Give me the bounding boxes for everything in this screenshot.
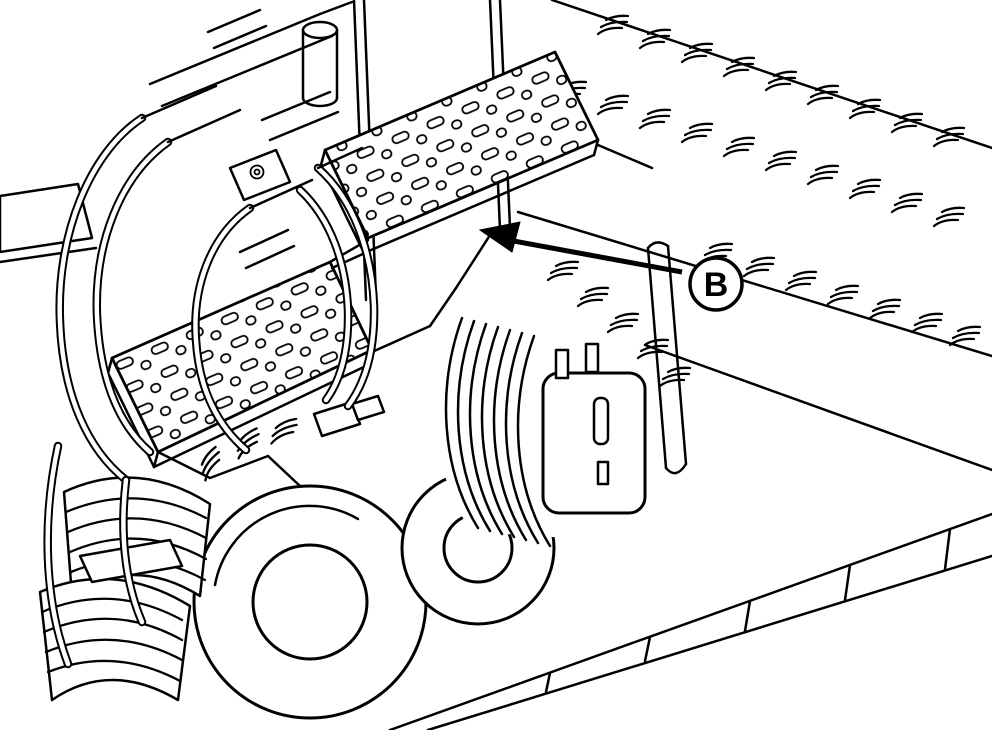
- callout-arrowhead: [478, 221, 521, 253]
- finned-drive-housing: [435, 312, 647, 548]
- guard-step-plate: [78, 538, 184, 584]
- callout-circle: [688, 256, 744, 312]
- callout-b: B: [478, 221, 744, 312]
- housing-cover: [541, 371, 647, 515]
- deck-machinery-lines: [238, 90, 654, 270]
- mounting-fittings: [228, 148, 386, 438]
- track-frame-strap: [646, 241, 688, 475]
- callout-label: B: [704, 266, 729, 304]
- handrails: [48, 84, 374, 664]
- track-bottom-band: [388, 512, 992, 730]
- exhaust-stack: [301, 20, 339, 108]
- front-idler-wheel: [192, 484, 428, 720]
